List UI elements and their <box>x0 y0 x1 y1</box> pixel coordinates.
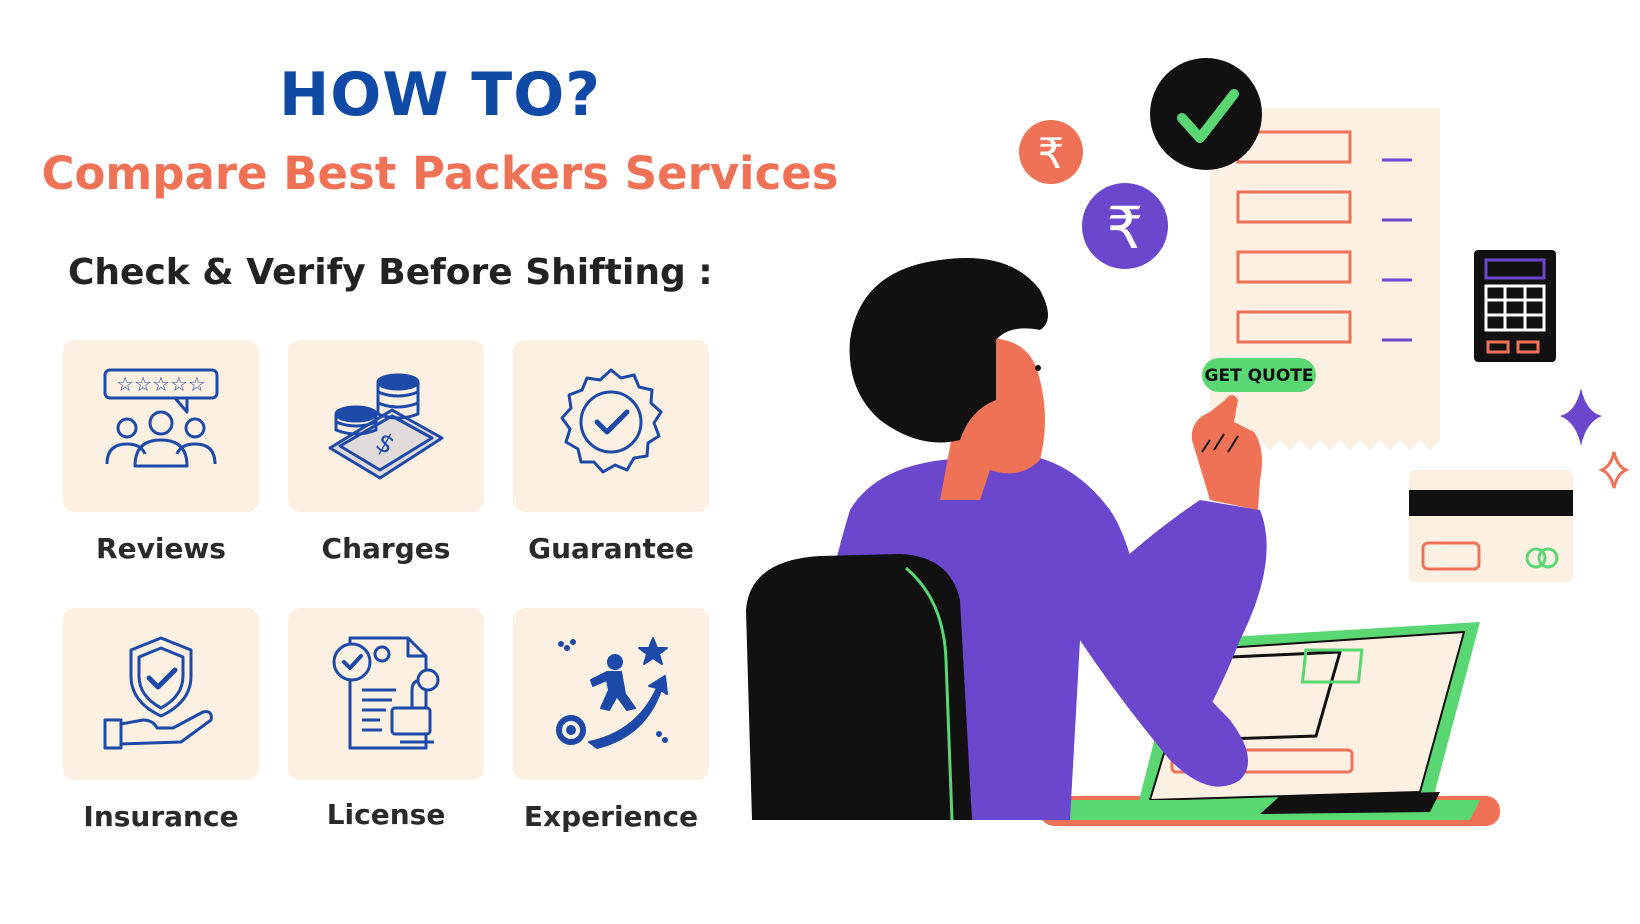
feature-label-reviews: Reviews <box>96 532 226 565</box>
person-hand <box>1191 395 1262 510</box>
page-subtitle: Compare Best Packers Services <box>41 147 839 200</box>
form-field-2 <box>1236 190 1352 224</box>
quote-form-paper <box>1210 108 1440 450</box>
calculator-icon <box>1474 250 1556 362</box>
svg-text:GET QUOTE: GET QUOTE <box>1205 366 1314 386</box>
experience-climb-icon <box>556 637 668 749</box>
feature-label-experience: Experience <box>523 800 699 833</box>
feature-label-license: License <box>326 798 446 831</box>
sparkle-orange-icon <box>1598 451 1630 489</box>
license-document-icon <box>332 636 440 750</box>
person-hair <box>849 258 1048 443</box>
svg-text:₹: ₹ <box>1038 129 1065 178</box>
guarantee-badge-icon <box>560 368 663 474</box>
insurance-shield-icon <box>103 636 213 750</box>
section-tagline: Check & Verify Before Shifting : <box>68 252 713 293</box>
form-field-4 <box>1236 310 1352 344</box>
page-title: HOW TO? <box>278 60 602 130</box>
person-arm <box>1080 500 1267 760</box>
rupee-coin-orange-icon: ₹ <box>1019 120 1083 184</box>
rupee-coin-purple-icon: ₹ <box>1082 183 1168 269</box>
feature-label-insurance: Insurance <box>83 800 239 833</box>
feature-label-charges: Charges <box>321 532 451 565</box>
feature-card-license <box>288 608 484 780</box>
hero-illustration: ₹ ₹ <box>740 40 1640 920</box>
get-quote-button[interactable]: GET QUOTE <box>1202 358 1316 392</box>
feature-card-experience <box>513 608 709 780</box>
check-circle-icon <box>1150 58 1262 170</box>
svg-text:₹: ₹ <box>1107 194 1144 262</box>
credit-card-icon <box>1409 470 1573 582</box>
feature-card-guarantee <box>513 340 709 512</box>
sparkle-purple-icon <box>1560 388 1602 446</box>
svg-text:☆☆☆☆☆: ☆☆☆☆☆ <box>116 372 206 396</box>
office-chair <box>746 554 972 820</box>
feature-card-charges: $ <box>288 340 484 512</box>
form-field-3 <box>1236 250 1352 284</box>
reviews-icon: ☆☆☆☆☆ <box>103 368 219 468</box>
feature-card-insurance <box>63 608 259 780</box>
feature-card-reviews: ☆☆☆☆☆ <box>63 340 259 512</box>
feature-label-guarantee: Guarantee <box>528 532 694 565</box>
charges-icon: $ <box>328 373 444 480</box>
